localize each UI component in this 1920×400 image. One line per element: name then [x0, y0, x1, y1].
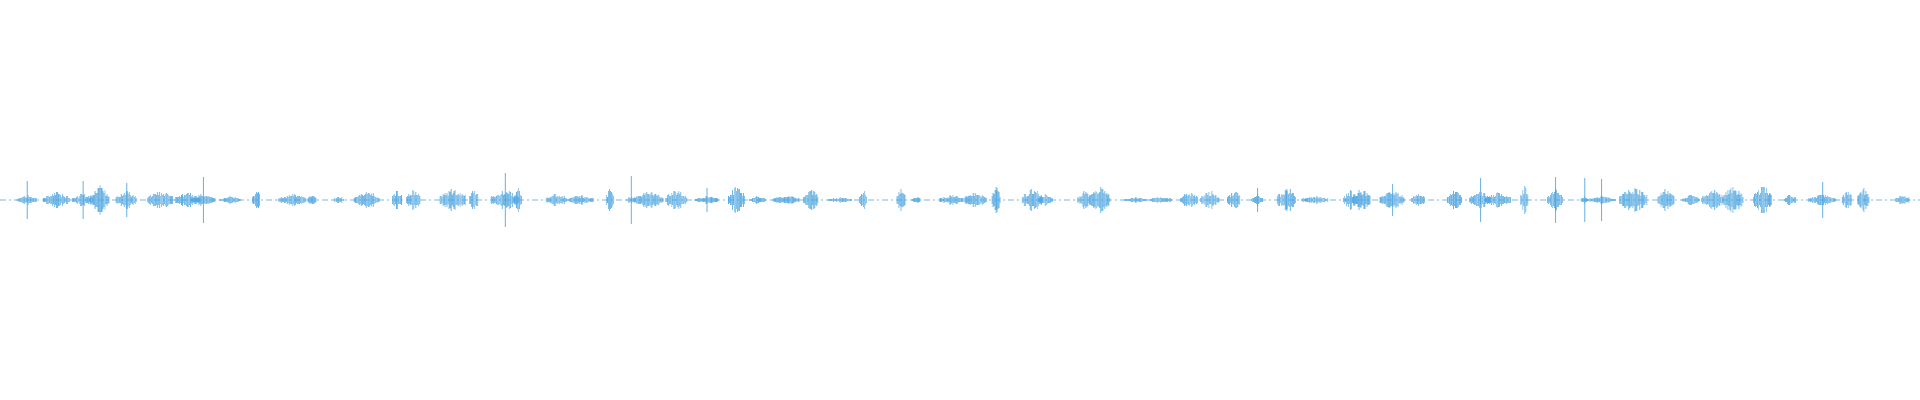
waveform-clip [803, 190, 819, 210]
waveform-clip [939, 195, 964, 205]
waveform-clip [1149, 197, 1172, 203]
waveform-layer [0, 173, 1920, 227]
waveform-clip [219, 196, 241, 204]
waveform-clip [406, 190, 421, 210]
waveform-clip [1351, 190, 1371, 210]
waveform-clip [1379, 184, 1405, 216]
waveform-clip [1124, 197, 1148, 203]
waveform-clip [1752, 187, 1772, 213]
waveform-clip [1089, 187, 1111, 213]
waveform-clip [1484, 192, 1511, 208]
waveform-clip [1251, 188, 1264, 212]
waveform-clip [439, 189, 466, 211]
waveform-clip [896, 189, 906, 211]
waveform-clip [749, 196, 767, 204]
waveform-clip [1520, 186, 1529, 214]
waveform-clip [174, 193, 201, 207]
waveform-clip [115, 183, 137, 217]
waveform-clip [911, 197, 921, 203]
waveform-clip [146, 192, 173, 208]
waveform-clip [469, 191, 479, 209]
waveform-clip [1895, 196, 1911, 204]
waveform-clip [1808, 182, 1837, 218]
waveform-clip [545, 194, 567, 206]
waveform-clip [1857, 188, 1870, 212]
waveform-clip [1784, 195, 1797, 205]
waveform-clip [1657, 189, 1675, 211]
waveform-clip [1227, 192, 1241, 208]
waveform-clip [694, 188, 719, 212]
waveform-clip [566, 195, 594, 205]
waveform-clip [606, 189, 615, 211]
waveform-clip [1180, 193, 1199, 207]
waveform-clip [1301, 196, 1329, 204]
waveform-clip [963, 193, 987, 207]
waveform-clip [626, 176, 636, 224]
waveform-clip [1701, 190, 1722, 210]
waveform-clip [1721, 187, 1744, 213]
waveform-clip [1841, 192, 1852, 208]
waveform-clip [1037, 194, 1053, 206]
waveform-clip [1586, 179, 1616, 221]
waveform-clip [772, 196, 800, 204]
waveform-clip [665, 191, 688, 209]
waveform-clip [1200, 191, 1220, 209]
waveform-clip [307, 196, 317, 204]
waveform-clip [353, 192, 380, 208]
waveform-clip [190, 177, 216, 223]
waveform-clip [513, 188, 522, 212]
waveform-clip [728, 187, 745, 213]
waveform-clip [277, 194, 307, 206]
waveform-clip [16, 181, 37, 219]
waveform-clip [1681, 195, 1700, 205]
waveform-clip [1619, 188, 1648, 212]
waveform-clip [43, 192, 71, 208]
waveform-clip [991, 187, 1001, 213]
waveform-clip [1547, 177, 1564, 223]
waveform-clip [859, 191, 868, 209]
waveform-clip [89, 185, 110, 215]
waveform-clip [252, 192, 260, 208]
waveform-clip [333, 197, 345, 203]
waveform-clip [1411, 194, 1426, 206]
waveform-clip [1446, 191, 1462, 209]
waveform-clip [827, 197, 852, 203]
waveform-clip [391, 191, 402, 209]
waveform-clip [1276, 189, 1296, 211]
waveform-clip [634, 192, 664, 208]
